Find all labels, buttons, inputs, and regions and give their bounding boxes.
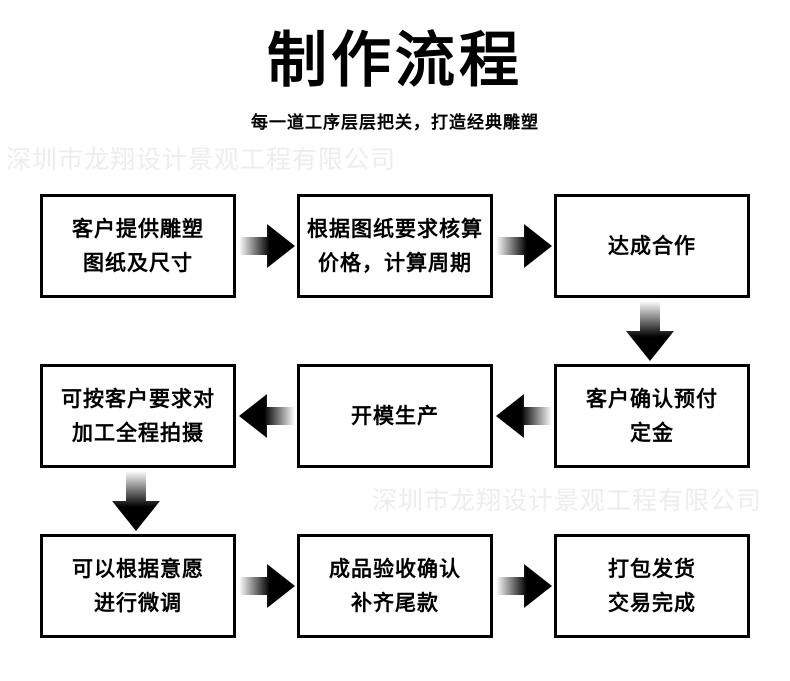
watermark-bottom: 深圳市龙翔设计景观工程有限公司	[372, 486, 763, 515]
flow-node-n6[interactable]: 可按客户要求对 加工全程拍摄	[40, 364, 236, 468]
flow-node-n7[interactable]: 可以根据意愿 进行微调	[40, 534, 236, 638]
arrow-down-n6-n7	[110, 471, 162, 531]
flow-node-n1[interactable]: 客户提供雕塑 图纸及尺寸	[40, 194, 236, 298]
arrow-right-icon	[239, 564, 295, 608]
arrow-left-n5-n6	[239, 392, 295, 440]
flow-node-n8-line-2: 补齐尾款	[351, 590, 439, 615]
flow-node-n4[interactable]: 客户确认预付 定金	[554, 364, 750, 468]
flow-node-n7-line-2: 进行微调	[94, 590, 182, 615]
page-subtitle: 每一道工序层层把关，打造经典雕塑	[251, 113, 539, 133]
flow-node-n8-line-1: 成品验收确认	[329, 556, 461, 581]
watermark-top: 深圳市龙翔设计景观工程有限公司	[6, 145, 397, 174]
arrow-right-icon	[239, 224, 295, 268]
flow-node-n2-line-2: 价格，计算周期	[318, 250, 472, 275]
flow-node-n9[interactable]: 打包发货 交易完成	[554, 534, 750, 638]
flow-node-n2-line-1: 根据图纸要求核算	[307, 216, 483, 241]
arrow-right-n7-n8	[239, 562, 295, 610]
flow-node-n6-line-2: 加工全程拍摄	[72, 420, 204, 445]
flow-node-n3[interactable]: 达成合作	[554, 194, 750, 298]
flow-node-n5-line-1: 开模生产	[351, 403, 439, 428]
flow-node-n9-line-2: 交易完成	[608, 590, 696, 615]
arrow-left-icon	[496, 394, 552, 438]
flow-node-n3-line-1: 达成合作	[608, 233, 696, 258]
page-title: 制作流程	[267, 26, 523, 96]
arrow-left-n4-n5	[496, 392, 552, 440]
flow-node-n4-line-1: 客户确认预付	[586, 386, 718, 411]
arrow-right-n1-n2	[239, 222, 295, 270]
flow-node-n4-line-2: 定金	[630, 420, 674, 445]
arrow-down-icon	[112, 471, 160, 531]
flow-node-n5[interactable]: 开模生产	[297, 364, 493, 468]
flow-node-n7-line-1: 可以根据意愿	[72, 556, 204, 581]
arrow-down-n3-n4	[624, 301, 676, 361]
flow-node-n8[interactable]: 成品验收确认 补齐尾款	[297, 534, 493, 638]
flow-node-n9-line-1: 打包发货	[608, 556, 696, 581]
flow-node-n1-line-2: 图纸及尺寸	[83, 250, 193, 275]
arrow-down-icon	[626, 301, 674, 361]
arrow-right-icon	[496, 224, 552, 268]
arrow-right-n8-n9	[496, 562, 552, 610]
flow-node-n6-line-1: 可按客户要求对	[61, 386, 215, 411]
arrow-right-icon	[496, 564, 552, 608]
flow-node-n2[interactable]: 根据图纸要求核算 价格，计算周期	[297, 194, 493, 298]
flow-node-n1-line-1: 客户提供雕塑	[72, 216, 204, 241]
arrow-right-n2-n3	[496, 222, 552, 270]
arrow-left-icon	[239, 394, 295, 438]
